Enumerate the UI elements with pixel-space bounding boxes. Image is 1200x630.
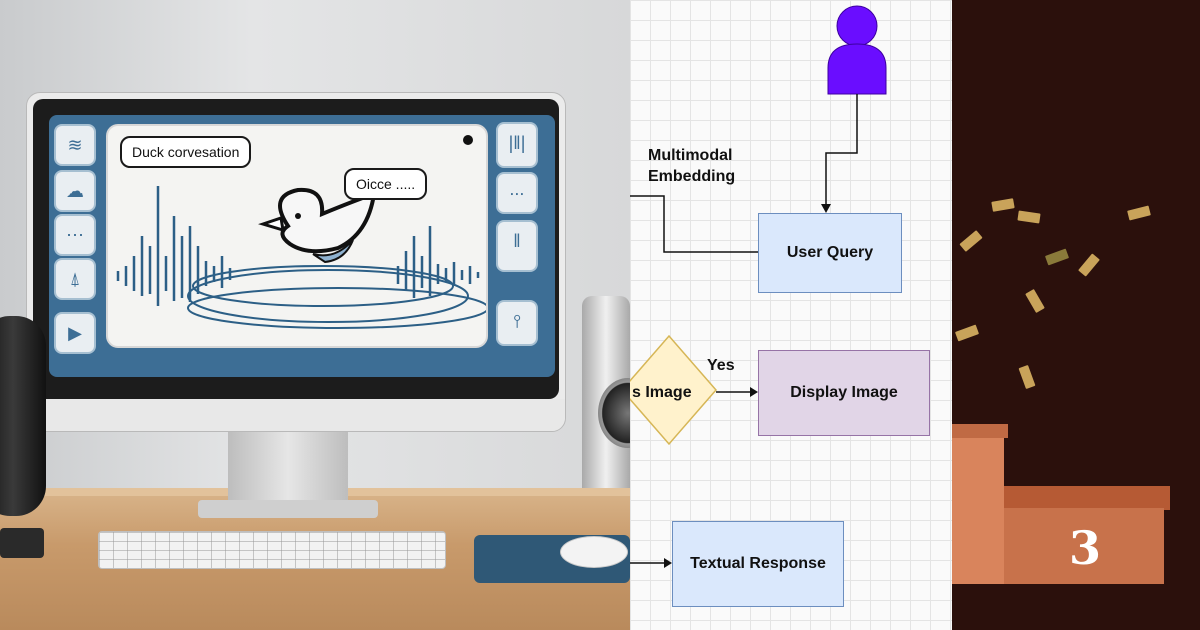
speaker bbox=[582, 296, 630, 510]
money-bill bbox=[991, 198, 1015, 212]
podium-panel: 3 bbox=[952, 0, 1200, 630]
podium-third-block bbox=[1004, 508, 1164, 584]
flowchart-connectors bbox=[630, 5, 887, 568]
multimodal-embedding-label: Multimodal Embedding bbox=[648, 145, 735, 187]
tune-icon[interactable]: ⫯ bbox=[496, 300, 538, 346]
equalizer-icon[interactable]: ‖ bbox=[496, 220, 538, 272]
money-bill bbox=[954, 324, 980, 342]
display-image-node[interactable]: Display Image bbox=[758, 350, 930, 436]
microphone-icon[interactable]: ⍋ bbox=[54, 258, 96, 300]
audio-bars-icon[interactable]: |‖| bbox=[496, 122, 538, 168]
play-icon[interactable]: ▶ bbox=[54, 312, 96, 354]
conversation-card: Duck corvesation Oicce ..... bbox=[106, 124, 488, 348]
microphone-base bbox=[0, 528, 44, 558]
money-bill bbox=[1044, 248, 1070, 266]
cloud-icon[interactable]: ☁ bbox=[54, 170, 96, 212]
money-bill bbox=[1078, 253, 1100, 277]
embedding-label-line-2: Embedding bbox=[648, 168, 736, 185]
desk-scene-panel: ≋ ☁ ⋯ ⍋ ▶ |‖| ∙∙∙ ‖ ⫯ bbox=[0, 0, 630, 630]
textual-response-node[interactable]: Textual Response bbox=[672, 521, 844, 607]
microphone bbox=[0, 316, 46, 516]
monitor-stand bbox=[228, 430, 348, 508]
speech-bubble-2: Oicce ..... bbox=[344, 168, 428, 200]
money-bill bbox=[959, 230, 983, 252]
embedding-label-line-1: Multimodal bbox=[648, 147, 733, 164]
user-query-node[interactable]: User Query bbox=[758, 213, 902, 293]
waveform-icon[interactable]: ⋯ bbox=[54, 214, 96, 256]
monitor-stand-foot bbox=[198, 500, 378, 518]
wifi-icon[interactable]: ≋ bbox=[54, 124, 96, 166]
keyboard bbox=[98, 531, 446, 569]
money-bill bbox=[1018, 364, 1036, 390]
podium-place-number: 3 bbox=[1068, 521, 1101, 575]
podium-third-top bbox=[1004, 486, 1170, 510]
speaker-cone bbox=[598, 378, 630, 448]
podium-second-block bbox=[952, 438, 1004, 584]
money-bill bbox=[1127, 205, 1151, 221]
audio-dots-icon[interactable]: ∙∙∙ bbox=[496, 172, 538, 214]
monitor-chin bbox=[27, 399, 565, 431]
waveform-graphic bbox=[116, 135, 486, 329]
money-bill bbox=[1025, 288, 1045, 314]
yes-label: Yes bbox=[707, 357, 735, 374]
money-bill bbox=[1017, 210, 1041, 224]
podium-second-top bbox=[952, 424, 1008, 438]
mouse bbox=[560, 536, 628, 568]
decision-node-label: s Image bbox=[632, 384, 692, 401]
user-icon bbox=[827, 5, 887, 95]
flowchart-panel: Multimodal Embedding User Query s Image … bbox=[630, 0, 952, 630]
speech-bubble-1: Duck corvesation bbox=[120, 136, 252, 168]
